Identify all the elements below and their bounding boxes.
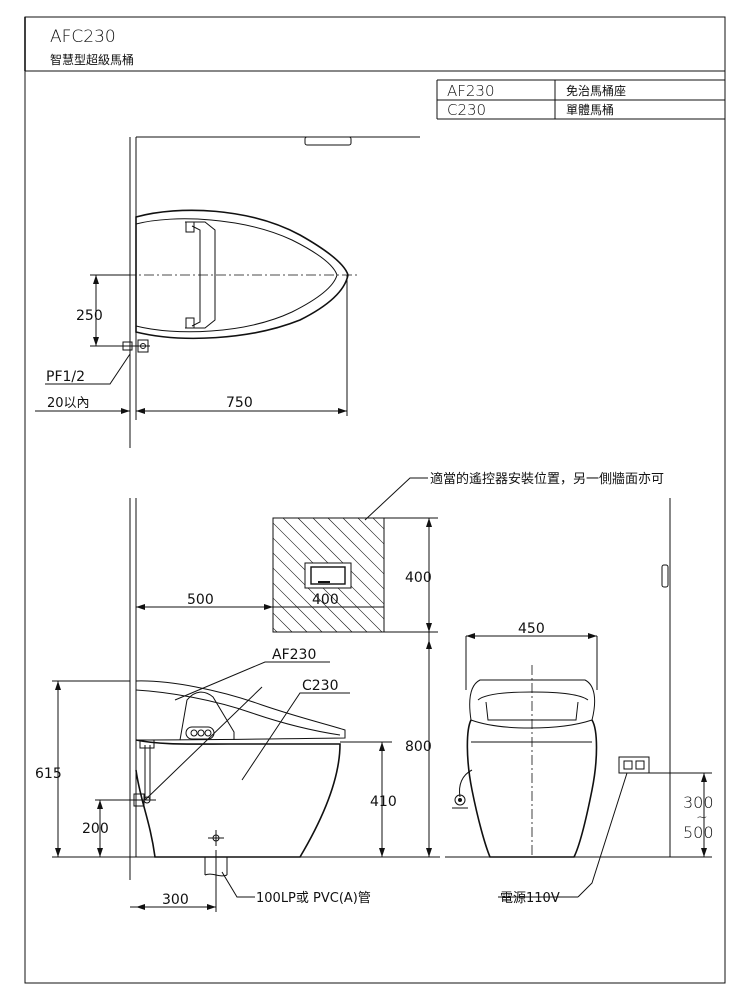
dim-500: 500 [187,592,214,608]
dim-450: 450 [518,621,545,637]
spec-row-name: 免治馬桶座 [566,83,626,98]
dim-tilde: ~ [696,810,708,826]
model-code: AFC230 [50,27,116,47]
spec-row-name: 單體馬桶 [566,102,614,117]
front-view: 適當的遙控器安裝位置，另一側牆面亦可 [35,471,664,912]
seat-cover-inner [477,691,589,701]
rear-tank [179,691,235,741]
remote-leader [364,477,428,521]
spec-table: AF230 免治馬桶座 C230 單體馬桶 [436,79,725,120]
toilet-side-outline [135,739,341,858]
label-drain: 100LP或 PVC(A)管 [256,891,371,906]
dim-200: 200 [82,821,109,837]
wall-fitting [304,136,352,146]
side-view: 450 300 ~ 500 [445,498,714,906]
remote-mount-hatch [273,518,384,632]
pf-leader [45,353,131,385]
dim-300-side: 300 [683,793,714,812]
seat-outline [135,680,346,741]
dim-800: 800 [405,739,432,755]
dim-300: 300 [162,892,189,908]
dim-615: 615 [35,766,62,782]
spec-row-code: C230 [447,101,486,119]
toilet-front-outline [466,719,598,858]
supply-hose [128,739,156,807]
drain-outlet [204,830,228,877]
dim-750: 750 [226,395,253,411]
dim-500-side: 500 [683,823,714,842]
dim-400-height: 400 [405,570,432,586]
dim-400-width: 400 [312,592,339,608]
seat-lid-line [135,689,341,736]
label-pf: PF1/2 [46,369,85,385]
spec-row-code: AF230 [447,82,495,100]
remote-controller [304,562,352,589]
c230-leader [241,692,350,781]
af230-leader [174,661,330,701]
rear-block-inner [191,225,201,327]
seat-cover-front [469,679,596,729]
top-view: 250 PF1/2 20以內 750 [35,136,420,448]
hinge-mark [185,317,195,329]
power-outlet [618,756,650,774]
hinge-mark [185,221,195,233]
remote-note: 適當的遙控器安裝位置，另一側牆面亦可 [430,471,664,487]
label-power: 電源110V [500,891,560,906]
remote-mount-area [272,517,385,633]
sheet-border [24,16,726,984]
label-af230: AF230 [272,647,316,663]
wall-fitting [661,564,669,588]
toilet-top-outline [135,209,349,340]
drain-leader [221,871,255,898]
dim-410: 410 [370,794,397,810]
model-name: 智慧型超級馬桶 [50,52,134,67]
label-wall-gap: 20以內 [47,396,90,411]
label-c230: C230 [302,678,339,694]
power-leader [577,772,628,898]
dim-250: 250 [76,308,103,324]
rear-block [185,221,216,329]
water-valve [452,769,473,809]
